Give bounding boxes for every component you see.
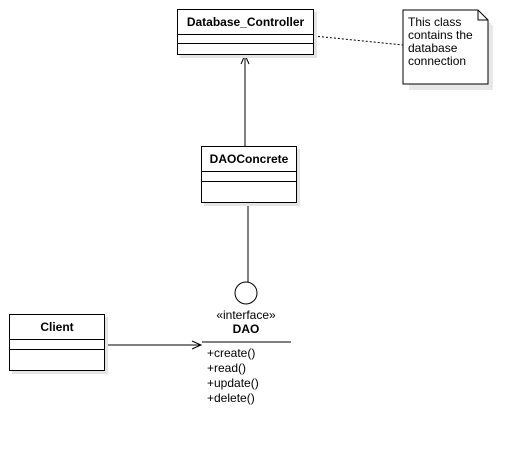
class-name: Client: [10, 315, 104, 340]
note-line: This class: [408, 15, 462, 29]
note-line: contains the: [408, 28, 473, 42]
operation-read: +read(): [207, 361, 247, 375]
note-text[interactable]: This class contains the database connect…: [408, 16, 488, 68]
interface-stereotype: «interface»: [216, 308, 276, 322]
class-name: DAOConcrete: [202, 147, 296, 172]
attributes-section: [10, 340, 104, 350]
operation-create: +create(): [207, 346, 256, 360]
dao-concrete-class[interactable]: DAOConcrete: [201, 146, 297, 203]
association-arrowhead: [240, 53, 250, 65]
interface-lollipop: [234, 281, 258, 305]
note-line: database: [408, 41, 458, 55]
database-controller-class[interactable]: Database_Controller: [177, 9, 314, 55]
interface-name[interactable]: DAO: [232, 322, 260, 336]
dependency-arrowhead: [191, 340, 203, 350]
operation-update: +update(): [207, 376, 259, 390]
note-anchor-line: [313, 35, 404, 46]
operations-section: [10, 350, 104, 358]
client-class[interactable]: Client: [9, 314, 105, 371]
interface-operations: +create() +read() +update() +delete(): [207, 346, 259, 406]
operations-section: [202, 182, 296, 190]
class-name: Database_Controller: [178, 10, 313, 35]
operation-delete: +delete(): [207, 391, 255, 405]
attributes-section: [202, 172, 296, 182]
note-line: connection: [408, 54, 467, 68]
note-shape: [402, 9, 493, 90]
operations-section: [178, 44, 313, 52]
attributes-section: [178, 35, 313, 44]
